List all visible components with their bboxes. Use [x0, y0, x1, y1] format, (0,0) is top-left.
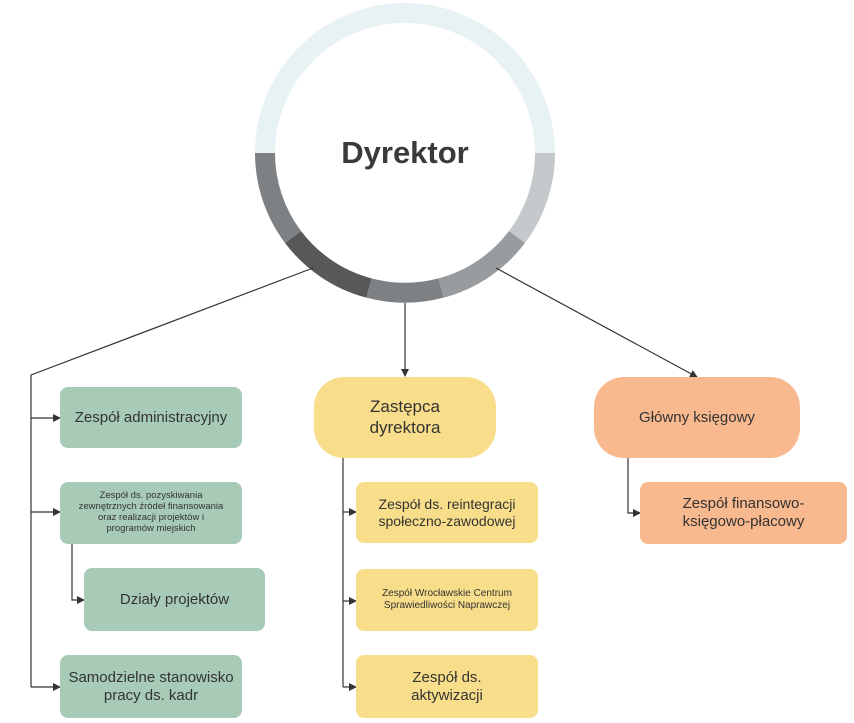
chief-accountant-box[interactable]: Główny księgowy	[594, 377, 800, 458]
connector-lines	[30, 267, 698, 691]
director-ring	[255, 3, 555, 303]
activation-team-box[interactable]: Zespół ds. aktywizacji	[356, 655, 538, 718]
restorative-justice-team-box[interactable]: Zespół Wrocławskie Centrum Sprawiedliwoś…	[356, 569, 538, 631]
ring-segment-right-upper	[508, 152, 555, 243]
ring-segment-top	[255, 3, 555, 154]
ring-segment-bottom	[366, 278, 444, 303]
connector-to-chief-accountant	[495, 267, 698, 378]
connector-to-project-departments	[71, 544, 85, 604]
ring-segment-bottom-left	[285, 230, 372, 298]
connector-to-finance-team	[627, 458, 641, 517]
administrative-team-box[interactable]: Zespół administracyjny	[60, 387, 242, 448]
project-departments-box[interactable]: Działy projektów	[84, 568, 265, 631]
director-label: Dyrektor	[341, 135, 469, 170]
connector-director-left-trunk	[30, 267, 314, 687]
hr-position-box[interactable]: Samodzielne stanowisko pracy ds. kadr	[60, 655, 242, 718]
external-funding-team-box[interactable]: Zespół ds. pozyskiwania zewnętrznych źró…	[60, 482, 242, 544]
reintegration-team-box[interactable]: Zespół ds. reintegracji społeczno-zawodo…	[356, 482, 538, 543]
finance-team-box[interactable]: Zespół finansowo-księgowo-płacowy	[640, 482, 847, 544]
deputy-director-box[interactable]: Zastępca dyrektora	[314, 377, 496, 458]
ring-segment-left	[255, 152, 302, 243]
ring-segment-right-lower	[438, 230, 525, 298]
